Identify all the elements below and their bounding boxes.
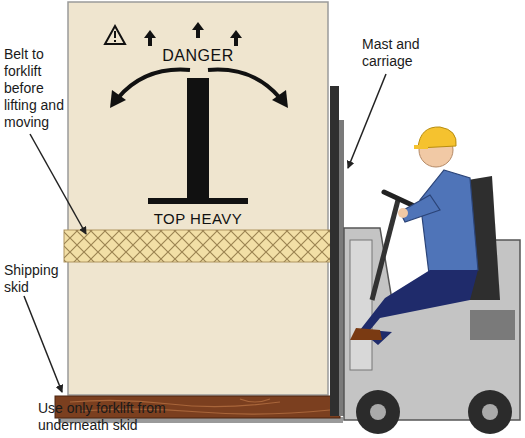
- driver: [350, 127, 478, 345]
- callout-label: Use only forklift from underneath skid: [38, 400, 206, 434]
- callout-label: Shipping skid: [4, 262, 76, 296]
- warning-text: DANGER: [68, 46, 328, 65]
- mast: [330, 86, 339, 416]
- leader-line: [348, 74, 386, 168]
- belt: [64, 230, 334, 262]
- wheel: [356, 390, 512, 434]
- warning-icon: [105, 26, 125, 44]
- base-bar: [148, 198, 248, 204]
- steering-column: [372, 200, 398, 300]
- tip-arrow: [208, 70, 280, 98]
- belt-hatch: [64, 230, 334, 262]
- leader-line: [24, 296, 62, 392]
- callout-label: Belt to forklift before lifting and movi…: [4, 46, 78, 131]
- center-bar: [187, 78, 209, 198]
- callout-label: Mast and carriage: [362, 36, 446, 70]
- crate: [68, 2, 328, 395]
- crate-box: DANGER TOP HEAVY: [68, 2, 328, 395]
- leader-line: [30, 134, 86, 234]
- up-arrows: [144, 22, 242, 46]
- warning-text: TOP HEAVY: [68, 210, 328, 228]
- tip-arrow: [118, 70, 190, 98]
